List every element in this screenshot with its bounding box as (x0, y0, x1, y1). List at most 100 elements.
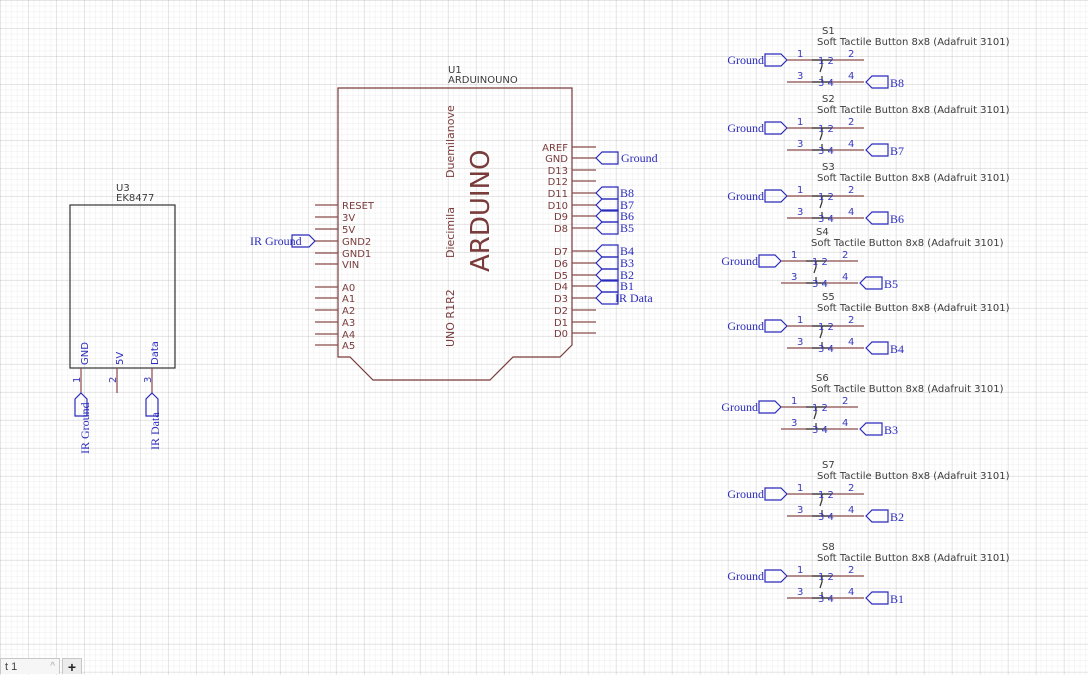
net-flag-b2[interactable] (595, 268, 619, 282)
u1-side-text-uno: UNO R1R2 (444, 289, 457, 347)
switch-inner-label-top: 1 2 (818, 572, 834, 583)
net-flag-b1[interactable] (865, 591, 889, 605)
net-flag-b2[interactable] (865, 509, 889, 523)
u3-pin-1-num: 1 (72, 377, 83, 383)
switch-ref: S1 (822, 26, 835, 37)
switch-ref: S6 (816, 373, 829, 384)
net-flag-b4[interactable] (595, 244, 619, 258)
net-label-ground: Ground (721, 254, 758, 268)
net-label-ir-ground-u3: IR Ground (78, 402, 92, 454)
net-flag-b8[interactable] (865, 75, 889, 89)
net-flag-ground[interactable] (764, 189, 788, 203)
u1-pin-label: RESET (342, 201, 375, 212)
switch-pin-num-1: 1 (797, 49, 803, 60)
u1-pin-label: 5V (342, 225, 355, 236)
switch-pin-num-4: 4 (848, 207, 854, 218)
net-flag-b3[interactable] (859, 422, 883, 436)
switch-pin-num-4: 4 (848, 71, 854, 82)
switch-pin-num-2: 2 (848, 185, 854, 196)
switch-pin-num-1: 1 (797, 565, 803, 576)
net-flag-ground[interactable] (764, 319, 788, 333)
u1-pin-label: GND1 (342, 249, 371, 260)
net-flag-ground[interactable] (764, 53, 788, 67)
net-flag-ground[interactable] (758, 254, 782, 268)
u1-pin-label: D5 (554, 271, 568, 282)
switch-pin-num-3: 3 (791, 418, 797, 429)
switch-inner-label-bottom: 3 4 (812, 279, 828, 290)
sheet-tab[interactable]: t 1 ^ (0, 658, 60, 674)
net-flag-ir-ground-u3[interactable] (74, 392, 88, 417)
u1-pin-label: D13 (548, 166, 568, 177)
net-flag-ground[interactable] (595, 151, 619, 165)
component-u3[interactable]: U3 EK8477 GND 5V Data 1 2 3 IR Ground IR… (69, 183, 176, 454)
net-flag-b8[interactable] (595, 186, 619, 200)
add-sheet-button[interactable]: + (62, 658, 82, 675)
u1-pin-label: D1 (554, 318, 568, 329)
switch-inner-label-top: 1 2 (812, 257, 828, 268)
switch-pin-num-4: 4 (848, 139, 854, 150)
switch-pin-num-3: 3 (797, 139, 803, 150)
u1-pin-label: A5 (342, 341, 355, 352)
switch-pin-num-4: 4 (848, 337, 854, 348)
u1-pin-label: A4 (342, 330, 355, 341)
net-label-ir-data-u3: IR Data (148, 412, 162, 450)
net-flag-b1[interactable] (595, 279, 619, 293)
net-flag-ir-ground[interactable] (291, 234, 316, 248)
u1-pin-label: D9 (554, 212, 568, 223)
switch-value: Soft Tactile Button 8x8 (Adafruit 3101) (817, 303, 1010, 314)
net-label-ground: Ground (727, 569, 764, 583)
switch-pin-num-1: 1 (797, 483, 803, 494)
u1-side-text-duemilanove: Duemilanove (444, 105, 457, 178)
net-flag-ir-data-u3[interactable] (145, 392, 159, 417)
switch-value: Soft Tactile Button 8x8 (Adafruit 3101) (817, 553, 1010, 564)
net-flag-ir-data[interactable] (595, 291, 619, 305)
u1-pin-label: A0 (342, 283, 355, 294)
net-flag-b4[interactable] (865, 341, 889, 355)
u1-pin-label: D7 (554, 247, 568, 258)
net-flag-ground[interactable] (764, 121, 788, 135)
net-label-ground: Ground (727, 189, 764, 203)
net-flag-b6[interactable] (595, 209, 619, 223)
switch-actuator (819, 576, 823, 589)
net-label-ground: Ground (621, 151, 658, 165)
net-flag-ground[interactable] (764, 569, 788, 583)
chevron-up-icon[interactable]: ^ (50, 661, 55, 672)
switch-pin-num-4: 4 (848, 587, 854, 598)
net-label-b5: B5 (620, 221, 634, 235)
net-flag-b5[interactable] (595, 221, 619, 235)
net-flag-b5[interactable] (859, 276, 883, 290)
net-label-b7: B7 (620, 198, 634, 212)
u3-pin-2-num: 2 (108, 377, 119, 383)
switch-value: Soft Tactile Button 8x8 (Adafruit 3101) (811, 384, 1004, 395)
switch-pin-num-2: 2 (842, 250, 848, 261)
net-flag-b3[interactable] (595, 256, 619, 270)
net-flag-b7[interactable] (865, 143, 889, 157)
switch-inner-label-top: 1 2 (818, 322, 834, 333)
switch-pin-num-3: 3 (797, 71, 803, 82)
net-flag-b6[interactable] (865, 211, 889, 225)
switch-actuator (819, 494, 823, 507)
net-label-b5: B5 (884, 277, 898, 291)
switch-ref: S5 (822, 292, 835, 303)
component-u1[interactable]: U1 ARDUINOUNO ARDUINO Duemilanove Diecim… (250, 65, 658, 381)
switch-pin-num-4: 4 (848, 505, 854, 516)
net-label-b6: B6 (620, 209, 634, 223)
switch-ref: S7 (822, 460, 835, 471)
net-flag-ground[interactable] (758, 400, 782, 414)
net-label-b1: B1 (890, 592, 904, 606)
net-flag-ground[interactable] (764, 487, 788, 501)
u1-pin-label: D6 (554, 259, 568, 270)
u1-title: ARDUINO (466, 150, 496, 272)
net-flag-b7[interactable] (595, 198, 619, 212)
switch-pin-num-4: 4 (842, 272, 848, 283)
